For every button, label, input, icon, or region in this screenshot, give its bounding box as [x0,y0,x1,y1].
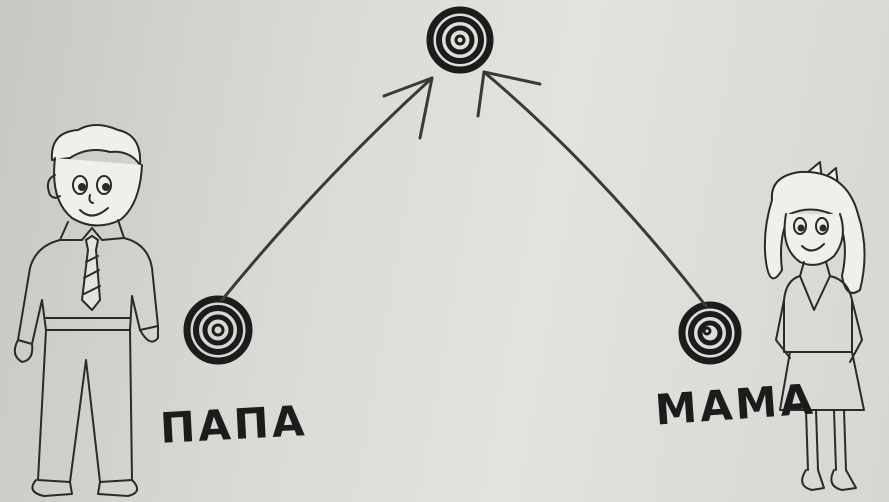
papa-node [183,295,253,365]
mama-node [678,301,742,365]
top-node [426,6,494,74]
cartoon-girl-figure [763,161,866,491]
arrow-papa-to-top [220,76,434,302]
label-papa: ПАПА [158,396,309,453]
cartoon-boy-figure [13,124,159,497]
arrow-mama-to-top [476,70,708,308]
label-mama: МАМА [653,374,818,435]
